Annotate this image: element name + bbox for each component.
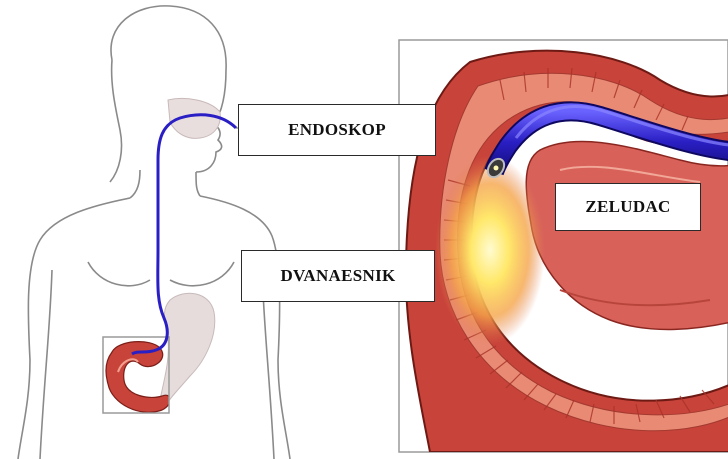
label-stomach: ZELUDAC (555, 183, 701, 231)
label-duodenum: DVANAESNIK (241, 250, 435, 302)
stomach-small (160, 293, 215, 406)
human-body-outline (18, 6, 290, 459)
label-endoscope: ENDOSKOP (238, 104, 436, 156)
